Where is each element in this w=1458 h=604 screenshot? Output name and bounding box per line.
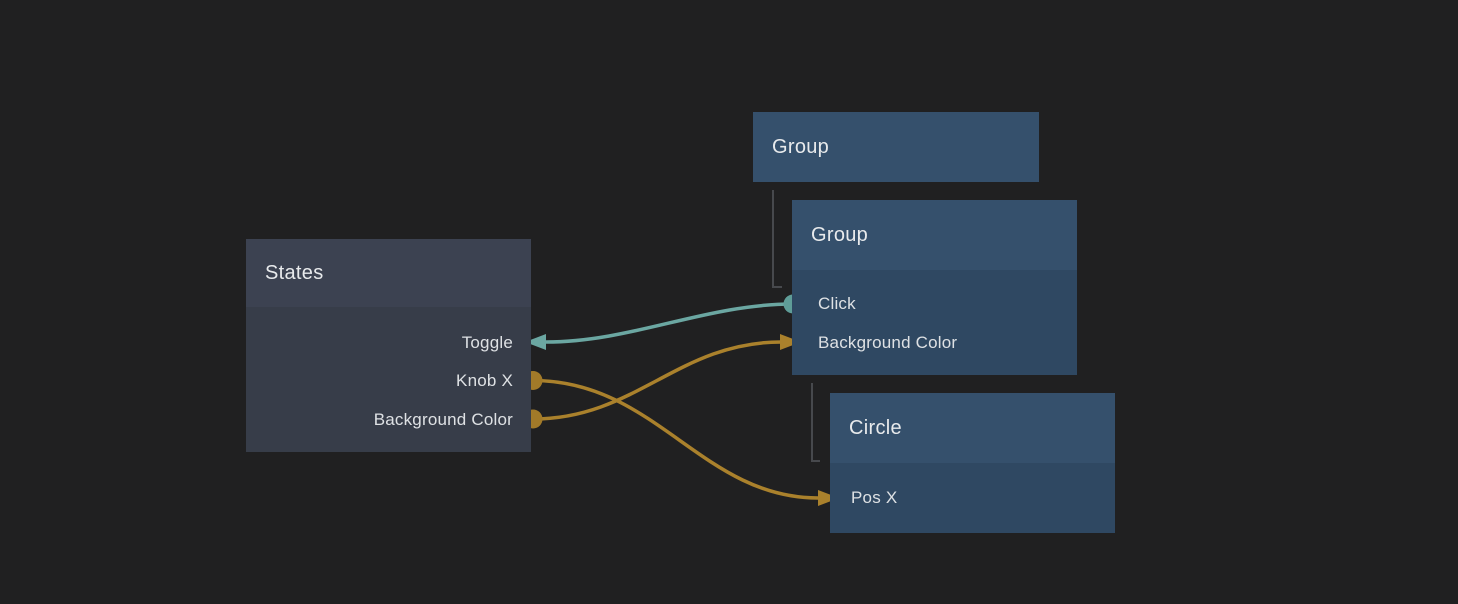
port-toggle[interactable]: Toggle [461, 332, 513, 352]
node-title: Circle [849, 416, 902, 439]
port-background-color[interactable]: Background Color [818, 332, 958, 352]
node-title: States [265, 261, 324, 284]
node-states[interactable]: States Toggle Knob X Background Color [246, 239, 531, 452]
hierarchy-line-outer-to-inner-group [772, 190, 782, 288]
port-click[interactable]: Click [818, 294, 856, 313]
node-title: Group [772, 135, 830, 158]
node-header[interactable]: Circle [830, 393, 1115, 463]
port-background-color[interactable]: Background Color [373, 409, 513, 429]
node-body: Click Background Color [792, 270, 1077, 375]
port-pos-x[interactable]: Pos X [851, 488, 898, 507]
hierarchy-line-group-to-circle [811, 383, 820, 462]
node-title: Group [811, 223, 869, 246]
wire-knobx-to-posx[interactable] [532, 378, 819, 500]
node-header[interactable]: Group [753, 112, 1039, 182]
node-group-inner[interactable]: Group Click Background Color [792, 200, 1077, 375]
node-group-outer[interactable]: Group [753, 112, 1039, 182]
port-knob-x[interactable]: Knob X [456, 371, 513, 390]
node-body: Toggle Knob X Background Color [246, 307, 531, 452]
node-circle[interactable]: Circle Pos X [830, 393, 1115, 533]
node-header[interactable]: States [246, 239, 531, 307]
wire-backgroundcolor-to-backgroundcolor[interactable] [532, 340, 782, 421]
node-header[interactable]: Group [792, 200, 1077, 270]
node-body: Pos X [830, 463, 1115, 533]
wire-click-to-toggle[interactable] [545, 302, 794, 344]
